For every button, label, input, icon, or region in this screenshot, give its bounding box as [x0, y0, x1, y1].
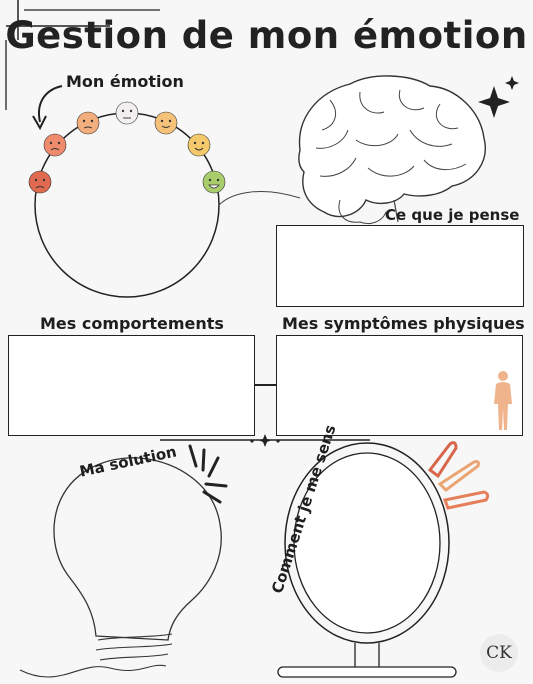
face-sad-icon[interactable] [76, 111, 100, 135]
face-calm-icon[interactable] [154, 111, 178, 135]
symptoms-box[interactable] [276, 335, 523, 436]
behaviors-box[interactable] [8, 335, 255, 436]
face-angry-icon[interactable] [43, 133, 67, 157]
thoughts-box[interactable] [276, 225, 524, 307]
page-title: Gestion de mon émotion [5, 14, 528, 57]
face-neutral-icon[interactable] [115, 101, 139, 125]
face-very-angry-icon[interactable] [28, 170, 52, 194]
face-happy-icon[interactable] [187, 133, 211, 157]
thoughts-label: Ce que je pense [385, 206, 520, 224]
behaviors-label: Mes comportements [40, 314, 224, 333]
emotion-label: Mon émotion [66, 72, 184, 91]
brand-logo: CK [480, 634, 518, 672]
symptoms-label: Mes symptômes physiques [282, 314, 525, 333]
face-very-happy-icon[interactable] [202, 170, 226, 194]
